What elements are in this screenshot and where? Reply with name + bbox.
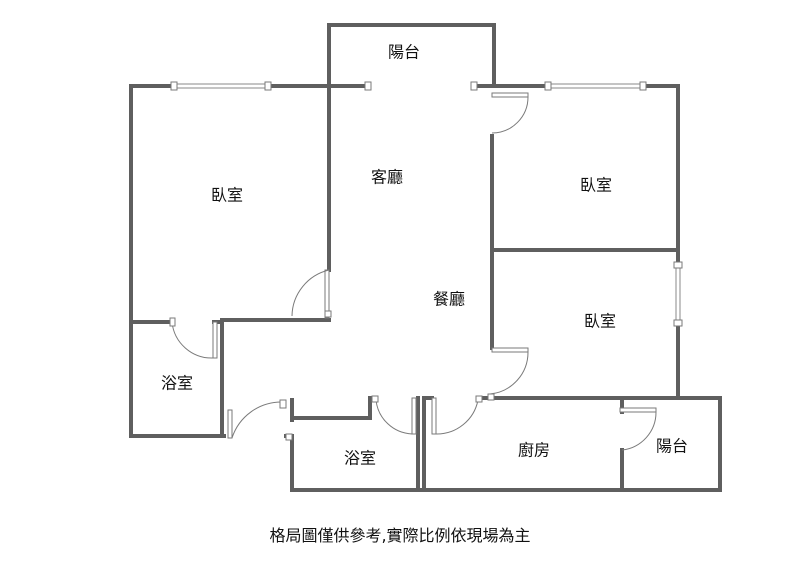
disclaimer-caption: 格局圖僅供參考,實際比例依現場為主	[269, 526, 531, 545]
room-label-kitchen: 廚房	[518, 441, 550, 460]
room-label-balcony-top: 陽台	[388, 43, 420, 62]
windows	[170, 81, 683, 327]
doors	[169, 92, 657, 451]
room-label-living-room: 客廳	[371, 168, 403, 187]
room-label-bathroom-center: 浴室	[344, 449, 376, 468]
room-label-dining-room: 餐廳	[433, 290, 465, 309]
room-label-balcony-right: 陽台	[656, 437, 688, 456]
room-label-bathroom-left: 浴室	[161, 374, 193, 393]
room-labels: 陽台 客廳 臥室 臥室 餐廳 臥室 浴室 浴室 廚房 陽台	[161, 43, 688, 468]
room-label-bedroom-left: 臥室	[211, 186, 243, 205]
room-label-bedroom-right-top: 臥室	[580, 176, 612, 195]
walls	[129, 23, 722, 492]
room-label-bedroom-right-mid: 臥室	[584, 312, 616, 331]
